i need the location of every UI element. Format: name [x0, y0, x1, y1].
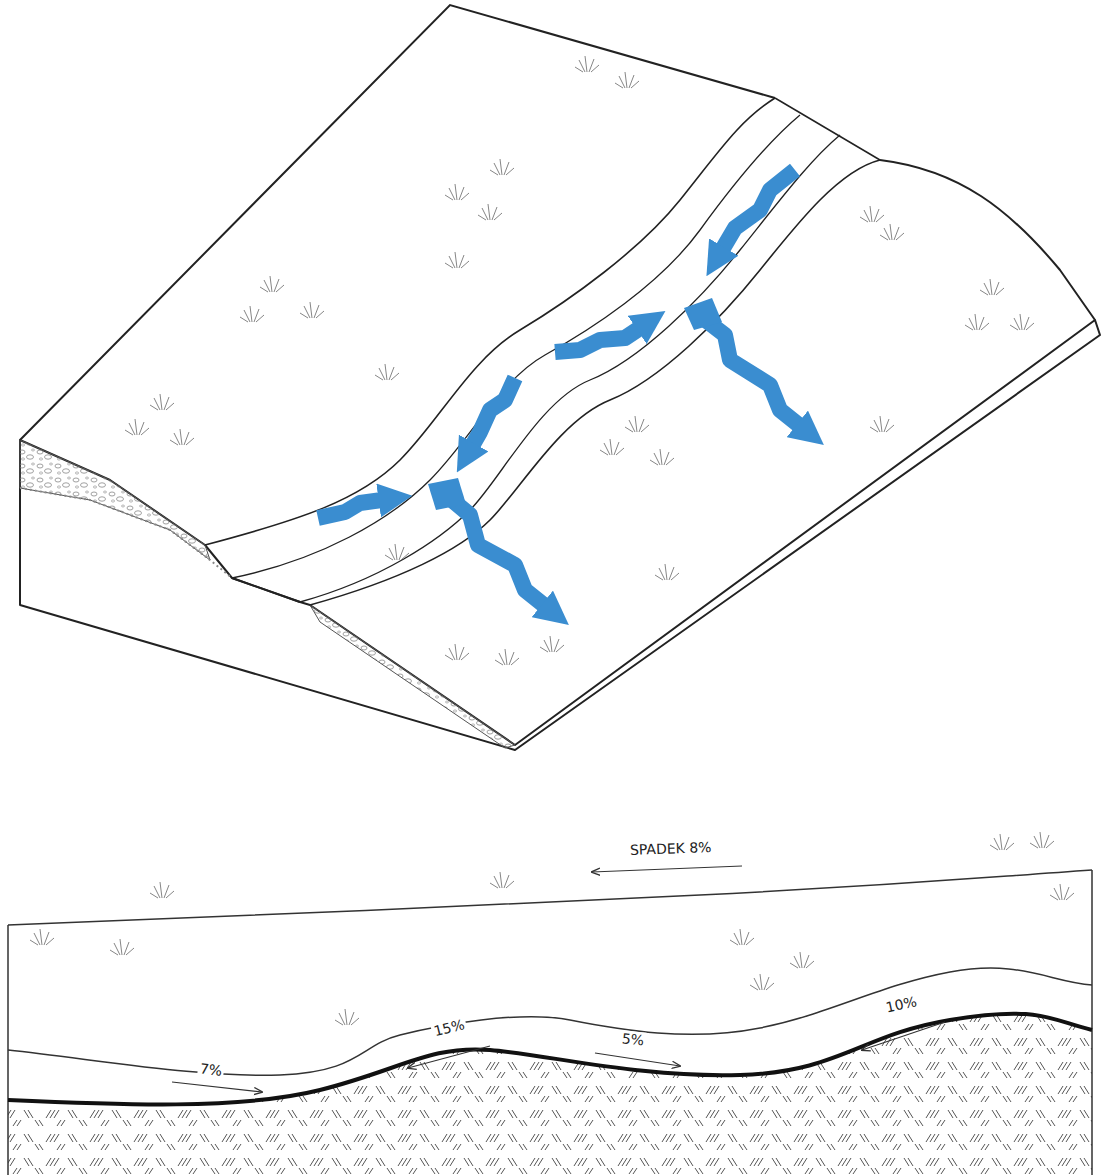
slope-label: 10%: [882, 993, 920, 1016]
slope-label: 5%: [619, 1030, 647, 1049]
slope-label: 15%: [430, 1016, 468, 1040]
slope-label: SPADEK 8%: [628, 839, 714, 858]
slope-label: 7%: [197, 1060, 225, 1079]
